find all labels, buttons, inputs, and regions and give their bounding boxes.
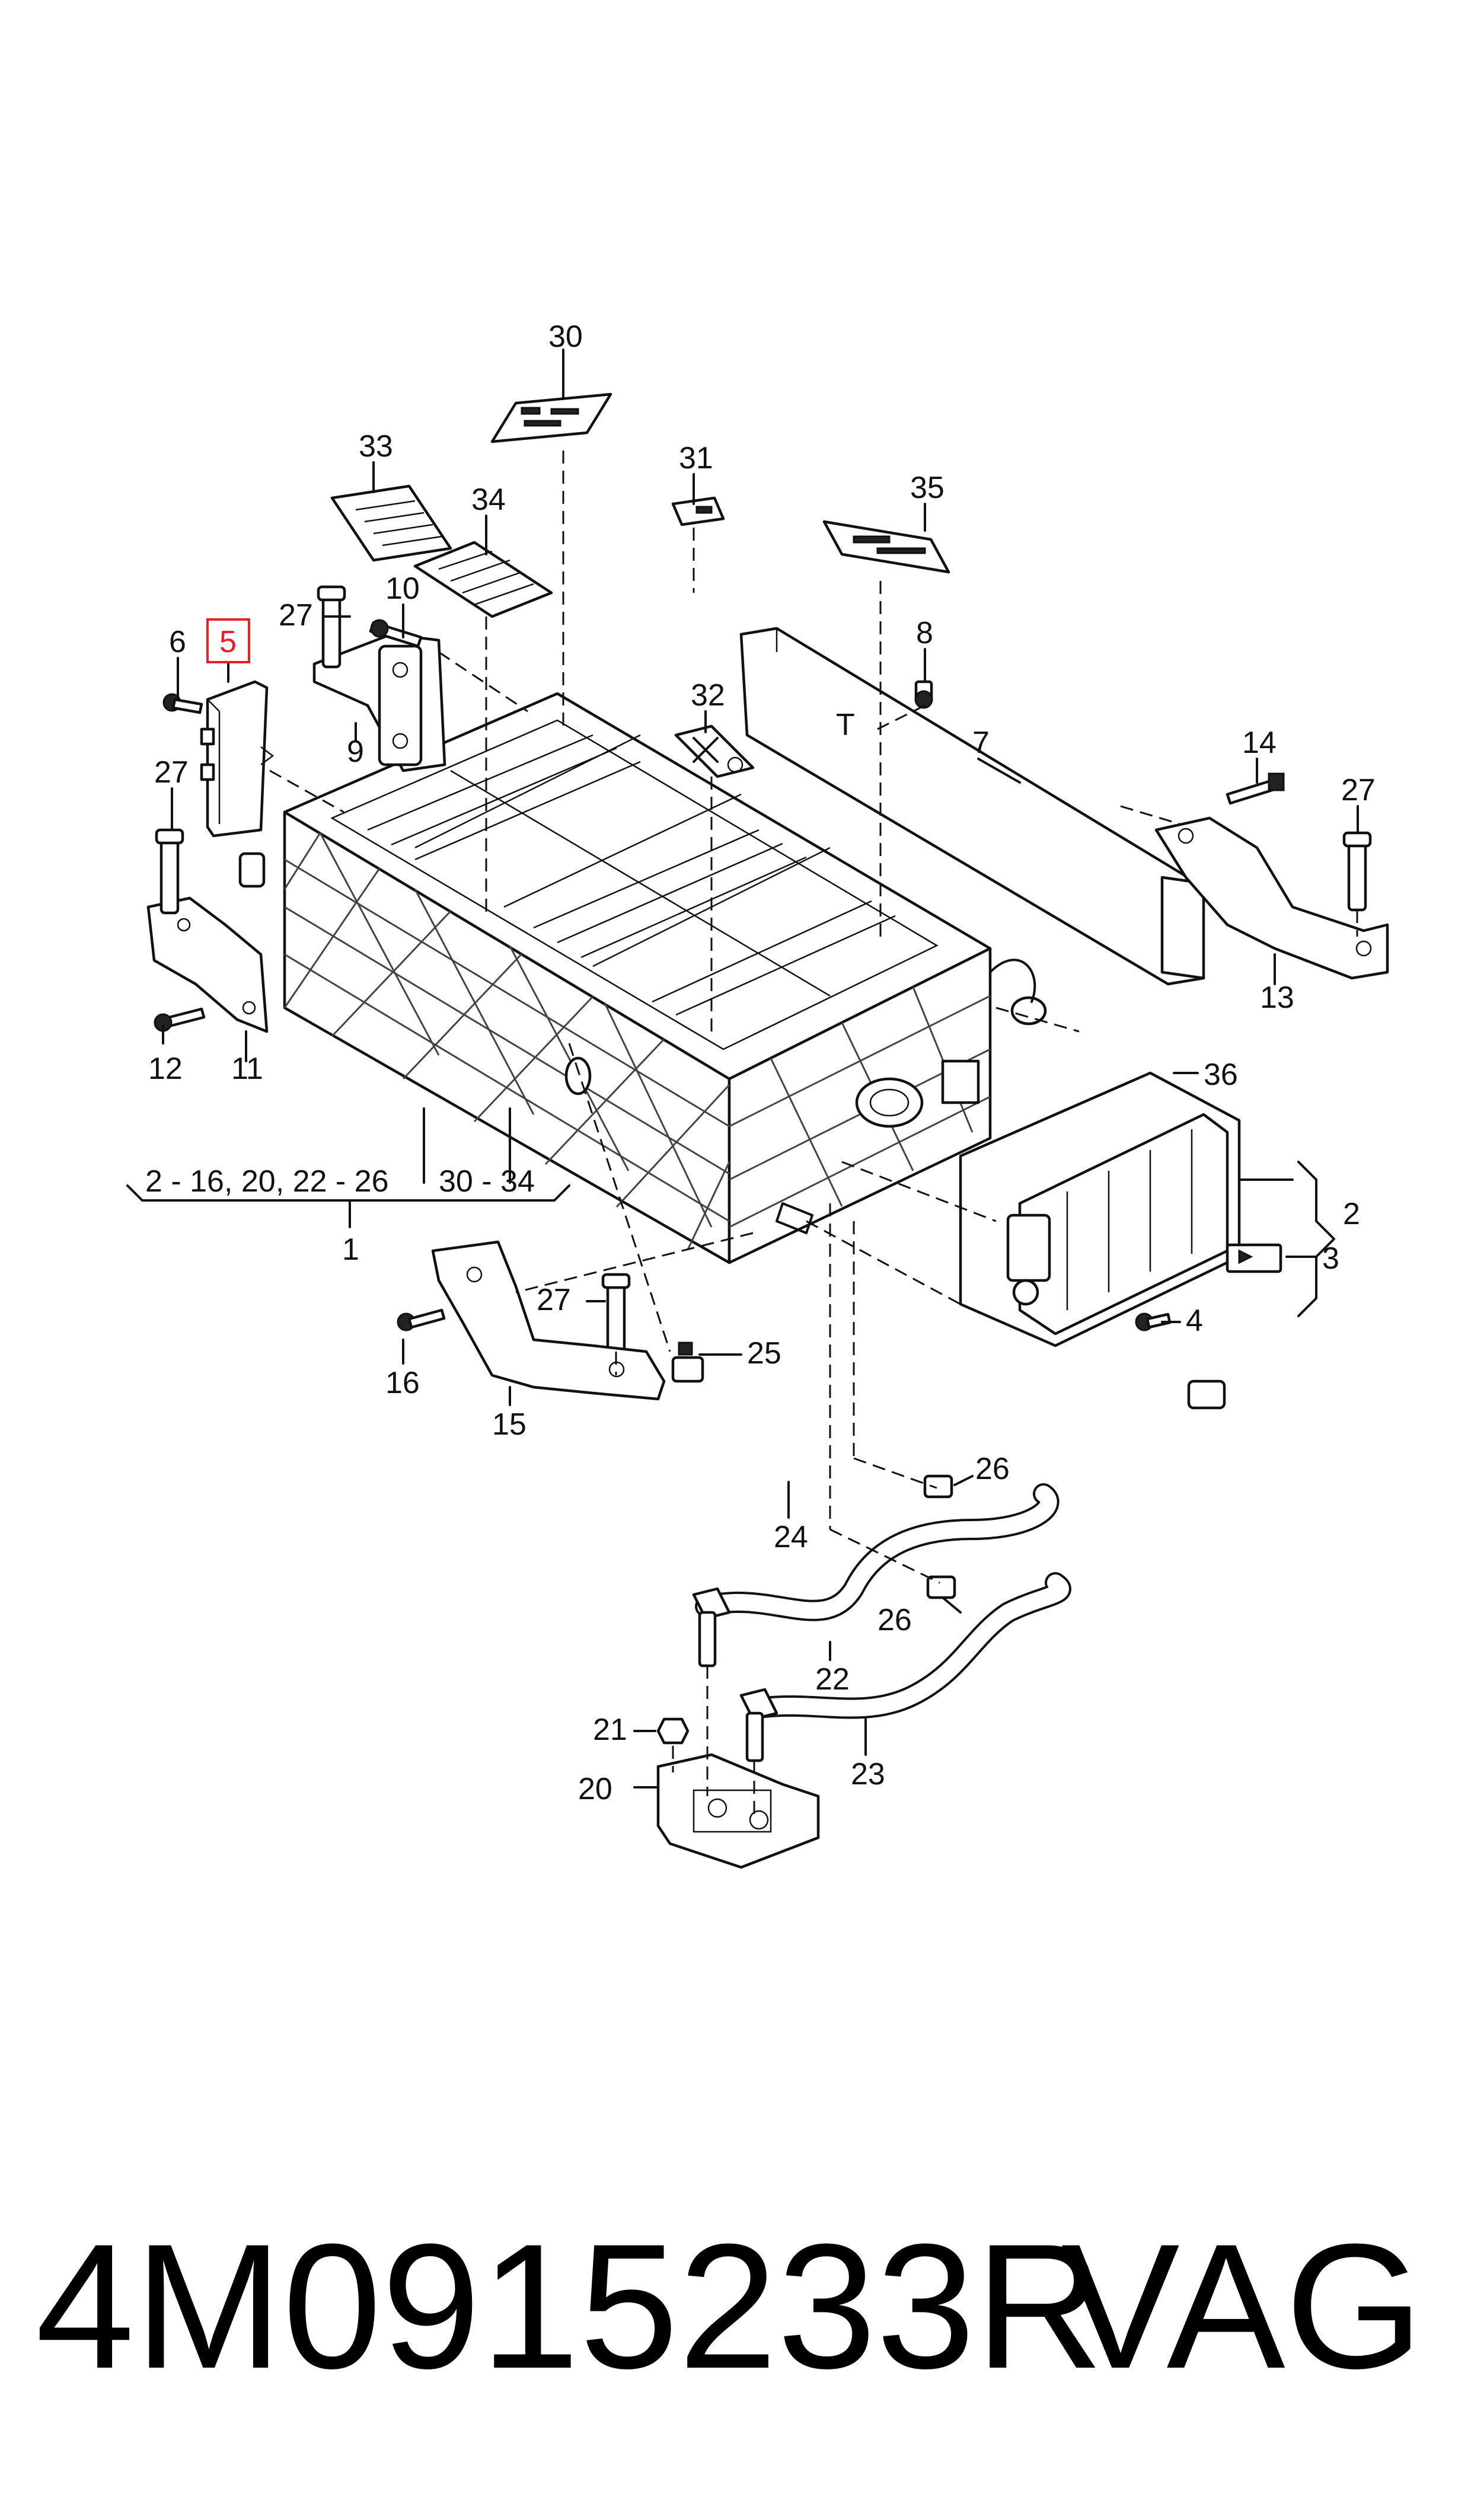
side-cover-7: T [739,627,1205,986]
range-label-left: 2 - 16, 20, 22 - 26 [145,1164,389,1199]
callout-5: 5 [219,625,237,659]
callout-12: 12 [148,1052,183,1086]
callout-27-d: 27 [537,1283,571,1317]
label-32 [674,724,755,778]
callout-10: 10 [385,571,420,606]
label-33 [330,484,452,562]
callout-11: 11 [231,1052,263,1086]
callout-1: 1 [342,1232,359,1267]
bolt-27-a [317,585,346,669]
control-module-5 [200,680,275,838]
bolt-27-b [155,828,184,915]
callout-7: 7 [972,726,990,760]
bolt-10 [369,619,423,648]
callout-24: 24 [774,1520,808,1554]
callout-21: 21 [593,1713,627,1747]
bolt-4 [1135,1312,1172,1331]
brand-name: VAG [1061,2206,1424,2406]
callout-15: 15 [492,1407,527,1442]
label-35 [822,520,950,574]
callout-5-box [206,618,250,663]
callout-35: 35 [910,471,944,505]
part-number: 4M0915233R [36,2206,1104,2406]
callout-6: 6 [169,625,186,659]
callout-27-a: 27 [279,598,313,633]
hose-22 [692,1483,1060,1668]
callout-27-c: 27 [1341,773,1376,807]
callout-27-b: 27 [154,755,189,790]
callout-8: 8 [916,616,933,650]
label-30 [490,392,612,443]
callout-30: 30 [548,320,583,354]
bracket-11 [146,896,269,1033]
callout-25: 25 [747,1336,781,1371]
bolt-16 [397,1308,446,1331]
bolt-8 [914,680,933,709]
callout-labels: 30 33 34 31 35 32 8 10 27 6 5 27 9 14 27… [145,320,1376,1806]
bracket-13 [1154,816,1389,980]
label-34 [413,541,553,618]
callout-16: 16 [385,1366,420,1400]
bracket-9 [312,633,446,772]
callout-32: 32 [691,678,725,713]
clamp-26-b [926,1575,956,1599]
clamp-25 [678,1342,693,1356]
battery-housing [238,692,1047,1264]
callout-26-a: 26 [975,1452,1010,1486]
bolt-14 [1226,772,1285,805]
callout-leaders [126,349,1359,1788]
callout-31: 31 [679,441,713,475]
callout-4: 4 [1186,1304,1203,1338]
bracket-15 [431,1240,666,1401]
bolt-27-c [1342,831,1372,912]
callout-9: 9 [347,734,364,769]
callout-22: 22 [815,1662,850,1697]
bolt-27-d [601,1273,631,1353]
label-31 [671,496,725,526]
callout-13: 13 [1260,980,1294,1015]
callout-26-b: 26 [878,1603,912,1637]
callout-14: 14 [1242,726,1277,760]
range-label-right: 30 - 34 [439,1164,535,1199]
nut-21 [656,1717,690,1745]
clamp-26-a [923,1474,953,1499]
bolt-6 [162,693,203,714]
svg-text:T: T [836,708,855,742]
callout-34: 34 [471,483,506,517]
bracket-20 [656,1753,820,1869]
hose-24 [671,1356,1226,1478]
callout-23: 23 [851,1757,885,1791]
callout-36: 36 [1204,1058,1238,1092]
leader-lines [269,451,1358,1814]
callout-2: 2 [1343,1197,1360,1231]
callout-20: 20 [578,1772,612,1806]
hose-23 [739,1572,1071,1762]
callout-3: 3 [1322,1241,1339,1276]
callout-33: 33 [359,429,393,464]
connector-3 [1226,1243,1282,1273]
